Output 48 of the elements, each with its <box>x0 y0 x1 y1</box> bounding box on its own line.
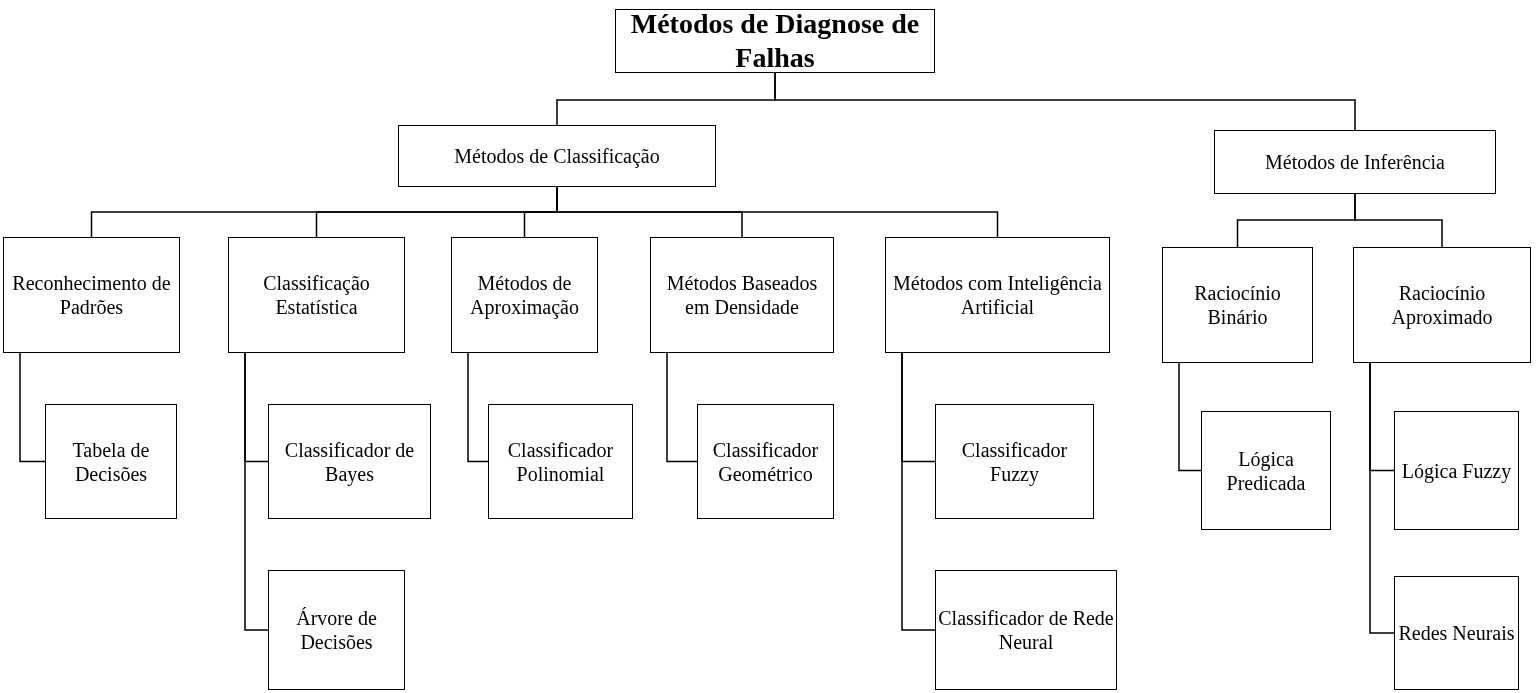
box-label: Classificador Polinomial <box>506 437 615 486</box>
category-box <box>650 237 834 353</box>
category-box <box>451 237 598 353</box>
category-box <box>935 570 1117 690</box>
box-label: Classificador Fuzzy <box>960 437 1069 486</box>
box-label: Reconhecimento de Padrões <box>11 271 172 319</box>
category-box <box>45 404 177 519</box>
category-box <box>398 125 716 187</box>
box-label: Redes Neurais <box>1398 621 1515 645</box>
connector-line <box>774 72 1356 131</box>
box-label: Classificador de Bayes <box>283 437 416 486</box>
box-label: Árvore de Decisões <box>295 606 378 654</box>
box-label: Métodos de Classificação <box>454 144 660 168</box>
connector-line <box>19 352 46 463</box>
box-label: Métodos de Inferência <box>1265 150 1445 174</box>
category-box <box>1201 411 1331 530</box>
box-label: Classificador Geométrico <box>711 437 820 486</box>
box-label: Tabela de Decisões <box>71 437 151 486</box>
connector-line <box>1354 193 1443 248</box>
box-label: Raciocínio Aproximado <box>1390 281 1494 329</box>
connector-line <box>467 352 489 463</box>
box-label: Métodos de Aproximação <box>469 271 580 319</box>
category-box <box>1214 130 1496 194</box>
category-box <box>268 404 431 519</box>
category-box <box>1162 247 1313 363</box>
category-box <box>228 237 405 353</box>
category-box <box>3 237 180 353</box>
connector-line <box>901 352 936 631</box>
box-label: Raciocínio Binário <box>1193 281 1282 329</box>
category-box <box>697 404 834 519</box>
box-label: Lógica Fuzzy <box>1401 458 1512 483</box>
box-label: Lógica Predicada <box>1225 446 1307 495</box>
box-label: Métodos Baseados em Densidade <box>665 271 819 319</box>
box-label: Classificador de Rede Neural <box>938 606 1114 654</box>
connector-line <box>666 352 698 463</box>
category-box <box>1394 411 1519 530</box>
category-box <box>935 404 1094 519</box>
box-label: Métodos com Inteligência Artificial <box>892 271 1103 319</box>
connector-line <box>1178 362 1202 472</box>
category-box <box>1353 247 1531 363</box>
category-box <box>885 237 1110 353</box>
box-label: Classificação Estatística <box>262 271 371 319</box>
box-label: Métodos de Diagnose de Falhas <box>629 7 921 75</box>
category-box <box>1394 576 1519 690</box>
connector-line <box>244 352 269 631</box>
connector-line <box>1369 362 1395 634</box>
category-box <box>268 570 405 690</box>
category-box <box>488 404 633 519</box>
